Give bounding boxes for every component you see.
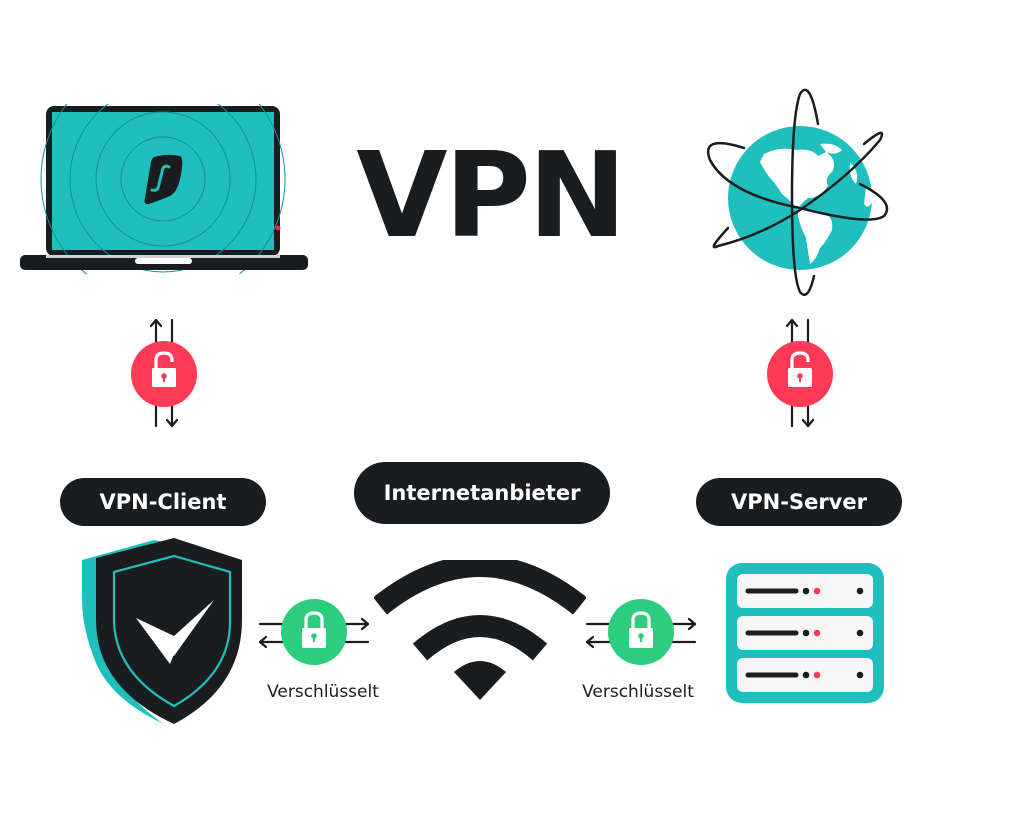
isp-server-encrypted-link xyxy=(585,599,697,665)
encrypted-label-right: Verschlüsselt xyxy=(582,682,694,702)
server-rack-unit xyxy=(737,616,873,650)
server-rack-unit xyxy=(737,574,873,608)
server-icon xyxy=(726,563,884,703)
encrypted-label-left: Verschlüsselt xyxy=(267,682,379,702)
shield-check-icon xyxy=(82,538,242,724)
vpn-server-label: VPN-Server xyxy=(696,478,902,526)
wifi-icon xyxy=(374,560,586,700)
server-rack-unit xyxy=(737,658,873,692)
vpn-client-label: VPN-Client xyxy=(60,478,266,526)
isp-label: Internetanbieter xyxy=(354,462,610,524)
laptop-icon xyxy=(20,104,308,274)
page-title: VPN xyxy=(356,126,627,264)
globe-icon xyxy=(707,88,889,296)
client-isp-connection xyxy=(131,318,197,428)
client-isp-encrypted-link xyxy=(258,599,370,665)
isp-server-connection xyxy=(767,318,833,428)
